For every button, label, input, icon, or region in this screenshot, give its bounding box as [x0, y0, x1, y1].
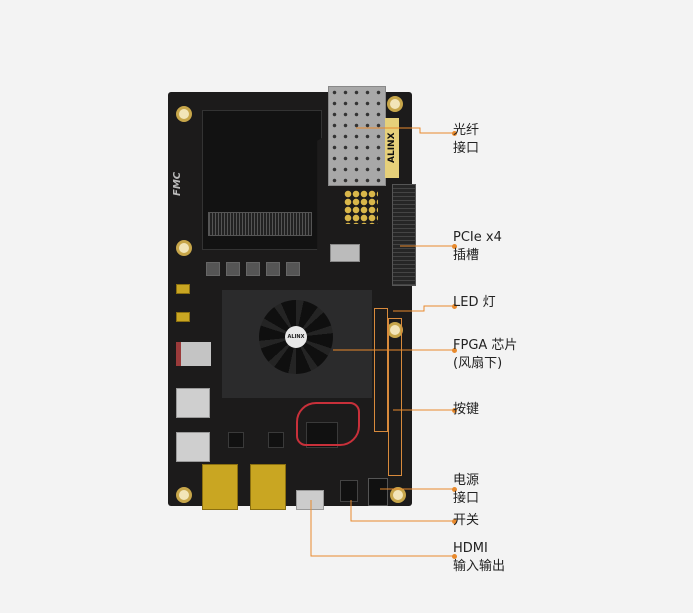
power-jack [368, 478, 388, 506]
inductor [206, 262, 220, 276]
callout-line2: 插槽 [453, 248, 480, 263]
inductor [246, 262, 260, 276]
callout-dot [452, 304, 457, 309]
mounting-hole [176, 487, 192, 503]
chip [228, 432, 244, 448]
callout-line1: HDMI [453, 541, 488, 556]
callout-keys: 按键 [453, 401, 479, 419]
ethernet-port [202, 464, 238, 510]
inductor [226, 262, 240, 276]
callout-dot [452, 348, 457, 353]
callout-led: LED 灯 [453, 294, 496, 312]
callout-line1: PCIe x4 [453, 230, 502, 245]
callout-dot [452, 487, 457, 492]
usb-port [176, 388, 210, 418]
callout-fpga: FPGA 芯片 (风扇下) [453, 337, 517, 373]
callout-dot [452, 554, 457, 559]
callout-line2: (风扇下) [453, 356, 503, 371]
callout-line2: 接口 [453, 141, 480, 156]
inductor [286, 262, 300, 276]
key-group [388, 318, 402, 476]
mounting-hole [176, 106, 192, 122]
power-switch [340, 480, 358, 502]
fan-wire [296, 402, 360, 446]
callout-line1: 电源 [453, 473, 480, 488]
callout-pcie: PCIe x4 插槽 [453, 229, 502, 265]
pad-array [344, 190, 378, 224]
callout-line2: 接口 [453, 491, 480, 506]
sd-card-slot [176, 342, 211, 366]
callout-line1: 按键 [453, 402, 480, 417]
sfp-fiber-port [328, 86, 386, 186]
ethernet-port [250, 464, 286, 510]
callout-line1: 开关 [453, 513, 480, 528]
callout-line1: 光纤 [453, 123, 480, 138]
callout-dot [452, 519, 457, 524]
callout-power: 电源 接口 [453, 472, 479, 508]
usb-port [176, 432, 210, 462]
led-group [374, 308, 388, 432]
callout-hdmi: HDMI 输入输出 [453, 540, 505, 576]
callout-dot [452, 131, 457, 136]
callout-switch: 开关 [453, 512, 479, 530]
callout-line2: 输入输出 [453, 559, 506, 574]
inductor [266, 262, 280, 276]
hdmi-port [296, 490, 324, 510]
oscillator [330, 244, 360, 262]
fmc-connector [208, 212, 312, 236]
fan-logo: ALINX [285, 326, 307, 348]
cooling-fan [259, 300, 333, 374]
mini-usb-port [176, 284, 190, 294]
callout-dot [452, 244, 457, 249]
pcie-slot [392, 184, 416, 286]
mounting-hole [176, 240, 192, 256]
callout-line1: FPGA 芯片 [453, 338, 518, 353]
chip [268, 432, 284, 448]
callout-dot [452, 408, 457, 413]
mounting-hole [387, 96, 403, 112]
mini-usb-port [176, 312, 190, 322]
callout-fiber: 光纤 接口 [453, 122, 479, 158]
callout-line1: LED 灯 [453, 295, 496, 310]
